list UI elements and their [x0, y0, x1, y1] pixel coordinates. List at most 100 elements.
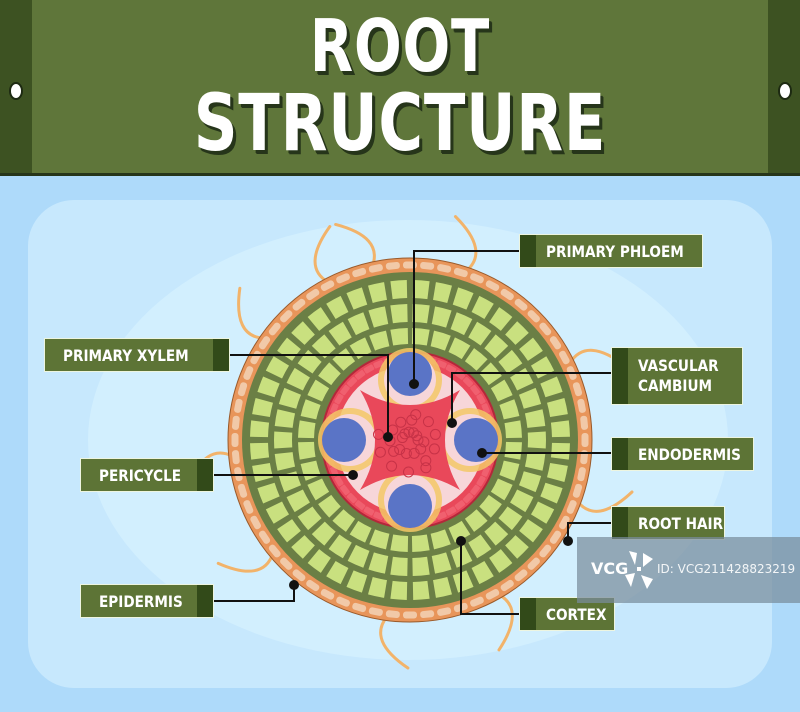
watermark-logo: VCG	[591, 559, 629, 578]
label-text: ENDODERMIS	[638, 444, 741, 464]
leader-primary-xylem-dot	[383, 432, 393, 442]
cortex-cell	[471, 560, 494, 585]
cortex-cell	[349, 520, 372, 543]
cortex-cell	[278, 387, 302, 409]
epidermis-cell	[453, 267, 468, 278]
xylem-cell	[420, 455, 432, 467]
cortex-cell	[274, 452, 296, 471]
cortex-cell	[510, 489, 534, 513]
epidermis-cell	[231, 450, 240, 465]
label-tab	[520, 235, 536, 267]
epidermis-cell	[470, 596, 484, 607]
cortex-cell	[504, 441, 522, 460]
label-endodermis: ENDODERMIS	[611, 437, 754, 471]
label-tab	[520, 598, 536, 630]
epidermis-cell	[580, 415, 589, 430]
endodermis-cell	[454, 500, 466, 510]
endodermis-cell	[354, 370, 366, 380]
cortex-cell	[328, 534, 352, 559]
xylem-cell	[372, 428, 384, 440]
primary-phloem	[454, 418, 498, 462]
cortex-cell	[505, 321, 529, 345]
epidermis-cell	[514, 569, 528, 582]
leader-epidermis	[214, 585, 295, 602]
cortex-cell	[278, 471, 302, 493]
epidermis-cell	[352, 267, 367, 278]
cortex-cell	[307, 549, 331, 573]
primary-phloem	[322, 418, 366, 462]
endodermis-cell	[476, 393, 486, 405]
root-hair	[453, 215, 478, 273]
watermark: VCG ID: VCG211428823219	[577, 537, 800, 603]
cortex-cell	[518, 471, 542, 493]
cortex-cell	[390, 534, 409, 552]
epidermis-cell	[231, 415, 240, 430]
xylem-cell	[386, 460, 398, 472]
label-tab	[197, 459, 213, 491]
cortex-cell	[286, 367, 310, 391]
epidermis-cell	[243, 500, 254, 514]
cortex-cell	[411, 328, 430, 346]
label-tab	[213, 339, 229, 371]
cortex-cell	[547, 398, 568, 417]
xylem-cell	[396, 432, 408, 444]
endodermis-cell	[470, 484, 480, 496]
label-text: CORTEX	[546, 604, 607, 624]
xylem-cell	[410, 409, 422, 421]
cortex-cell	[490, 478, 513, 501]
cortex-cell	[489, 549, 513, 573]
root-hair	[313, 225, 332, 284]
epidermis-cell	[234, 398, 243, 413]
epidermis-cell	[385, 610, 400, 619]
leader-cortex-dot	[456, 536, 466, 546]
endodermis-cell	[445, 364, 457, 374]
title-line-1: ROOT	[309, 4, 491, 88]
cortex-cell	[527, 431, 546, 449]
leader-root-hair-dot	[563, 536, 573, 546]
epidermis-cell	[420, 610, 435, 619]
leader-primary-phloem	[413, 250, 519, 384]
epidermis-cell	[320, 589, 335, 600]
cortex-cell	[291, 321, 315, 345]
endodermis-cell	[476, 475, 486, 487]
cortex-cell	[265, 356, 290, 379]
leader-lines	[214, 250, 611, 615]
endodermis-cell	[334, 475, 344, 487]
epidermis-cell	[527, 310, 540, 323]
cortex-cell	[274, 431, 293, 449]
cortex-cell	[390, 328, 409, 346]
xylem-cell	[394, 443, 406, 455]
epidermis-cell	[258, 336, 271, 350]
endodermis-cell	[354, 500, 366, 510]
cortex-cell	[328, 321, 352, 346]
cortex-cell	[291, 535, 315, 559]
leader-cortex	[460, 541, 519, 615]
banner-end-left	[0, 0, 32, 173]
cortex-cell	[452, 570, 474, 593]
leader-primary-phloem-dot	[409, 379, 419, 389]
epidermis-cell	[539, 544, 552, 558]
cortex-cell	[318, 494, 341, 518]
label-text: PRIMARY XYLEM	[63, 345, 189, 365]
cortex-cell	[277, 519, 301, 543]
cortex-cell	[499, 460, 520, 481]
epidermis-cell	[559, 350, 570, 365]
label-tab	[197, 585, 213, 617]
label-primary-xylem: PRIMARY XYLEM	[44, 338, 230, 372]
cortex-cell	[307, 478, 330, 501]
epidermis-cell	[577, 398, 586, 413]
epidermis-cell	[549, 336, 562, 350]
label-text: PRIMARY PHLOEM	[546, 241, 684, 261]
cortex-cell	[390, 280, 408, 300]
xylem-cell	[400, 448, 412, 460]
cortex-cell	[298, 420, 316, 439]
cortex-cell	[412, 304, 430, 324]
cortex-cell	[307, 379, 330, 402]
epidermis-cell	[572, 483, 583, 498]
cortex-cell	[433, 577, 452, 598]
label-text: PERICYCLE	[99, 465, 182, 485]
cortex-cell	[349, 337, 372, 360]
cortex-cell	[450, 312, 473, 336]
xylem-cell	[429, 428, 441, 440]
